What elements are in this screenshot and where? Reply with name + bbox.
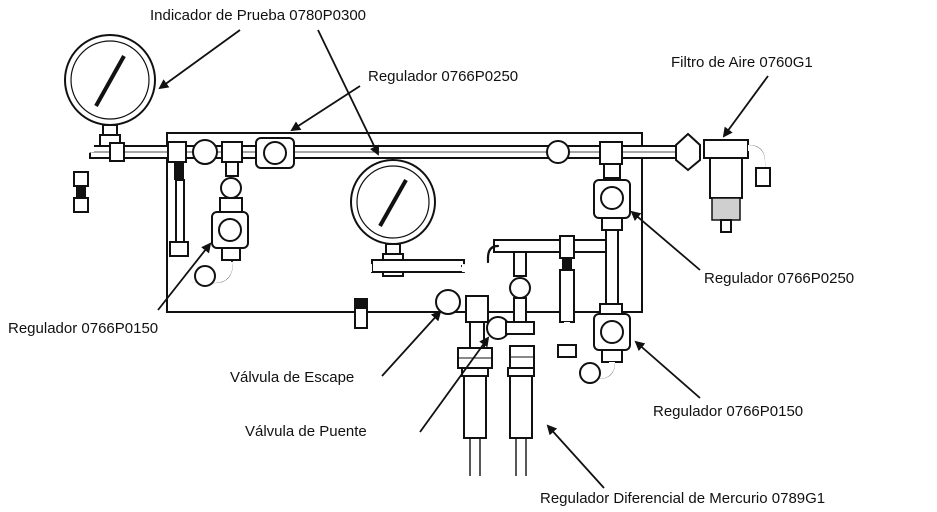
exhaust-valve	[435, 289, 489, 323]
top-regulator	[255, 137, 295, 169]
center-manifold	[354, 259, 480, 329]
arrow-regulator-left	[157, 242, 212, 311]
test-gauge	[64, 34, 156, 162]
arrow-bridge-valve	[419, 336, 490, 433]
arrow-mercury-regulator	[546, 424, 605, 489]
bottom-right-regulator	[557, 303, 631, 384]
arrow-center-gauge	[317, 29, 380, 156]
label-test-gauge: Indicador de Prueba 0780P0300	[150, 7, 367, 24]
label-bridge-valve: Válvula de Puente	[245, 423, 367, 440]
label-air-filter: Filtro de Aire 0760G1	[671, 54, 813, 71]
label-mercury-regulator: Regulador Diferencial de Mercurio 0789G1	[540, 490, 826, 507]
arrow-test-gauge	[158, 29, 241, 90]
bridge-valve	[457, 316, 510, 369]
right-regulator	[593, 163, 631, 313]
arrow-regulator-right	[630, 210, 701, 271]
left-inlet-fitting	[73, 144, 96, 213]
left-lower-regulator	[169, 197, 249, 287]
arrow-regulator-top	[290, 85, 361, 132]
label-regulator-right: Regulador 0766P0250	[704, 270, 855, 287]
arrow-air-filter	[722, 75, 769, 138]
label-exhaust-valve: Válvula de Escape	[230, 369, 355, 386]
mercury-regulator	[461, 367, 535, 476]
arrow-exhaust-valve	[381, 310, 442, 377]
air-filter	[675, 132, 771, 233]
main-line-union	[546, 140, 570, 164]
label-regulator-top: Regulador 0766P0250	[368, 68, 519, 85]
arrow-regulator-bottom-right	[634, 340, 701, 399]
label-regulator-left: Regulador 0766P0150	[8, 320, 159, 337]
main-line-tee	[599, 141, 623, 165]
label-regulator-bottom-right: Regulador 0766P0150	[653, 403, 804, 420]
secondary-branch	[486, 235, 607, 369]
